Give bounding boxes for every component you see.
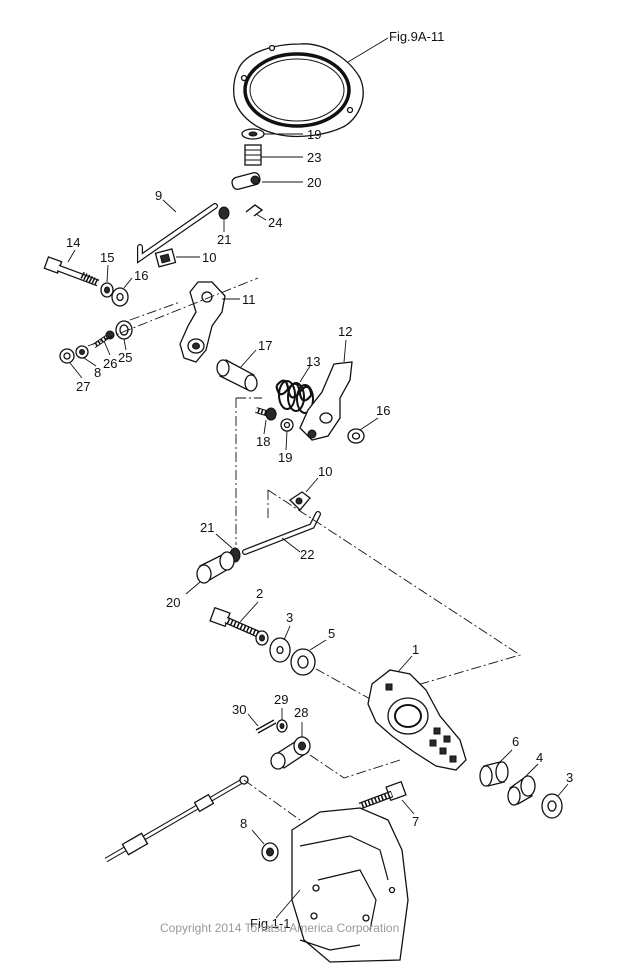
callout-21-lower: 21 bbox=[200, 520, 214, 535]
part-20-bushing-lower bbox=[196, 551, 235, 584]
callout-19: 19 bbox=[307, 127, 321, 142]
part-9-rod bbox=[137, 203, 218, 264]
callout-20: 20 bbox=[307, 175, 321, 190]
callout-29: 29 bbox=[274, 692, 288, 707]
part-24-clip bbox=[245, 204, 264, 217]
part-12-lever bbox=[299, 361, 353, 441]
part-3-washer bbox=[269, 637, 291, 663]
callout-9: 9 bbox=[155, 188, 162, 203]
callout-12: 12 bbox=[338, 324, 352, 339]
part-8-nut bbox=[75, 345, 89, 359]
callout-7: 7 bbox=[412, 814, 419, 829]
part-8-nut-lower bbox=[261, 842, 279, 862]
part-29-washer bbox=[276, 719, 288, 733]
callout-23: 23 bbox=[307, 150, 321, 165]
callout-30: 30 bbox=[232, 702, 246, 717]
part-1-bracket bbox=[367, 669, 467, 771]
callout-2: 2 bbox=[256, 586, 263, 601]
callout-10-lower: 10 bbox=[318, 464, 332, 479]
callout-17: 17 bbox=[258, 338, 272, 353]
callout-16-right: 16 bbox=[376, 403, 390, 418]
part-30-pin bbox=[255, 719, 277, 734]
part-20-joint bbox=[231, 172, 261, 190]
part-13-spring bbox=[275, 379, 314, 414]
figure-ref-bottom: Fig.1-1 bbox=[250, 916, 290, 931]
part-6-bushing bbox=[479, 761, 509, 787]
callout-20-lower: 20 bbox=[166, 595, 180, 610]
part-10-block bbox=[154, 248, 177, 268]
callout-5: 5 bbox=[328, 626, 335, 641]
callout-22: 22 bbox=[300, 547, 314, 562]
part-3-washer-right bbox=[541, 793, 563, 819]
copyright-watermark: Copyright 2014 Tohatsu America Corporati… bbox=[160, 921, 399, 935]
callout-11: 11 bbox=[242, 292, 256, 307]
part-14-bolt bbox=[43, 256, 100, 287]
callout-1: 1 bbox=[412, 642, 419, 657]
callout-6: 6 bbox=[512, 734, 519, 749]
callout-24: 24 bbox=[268, 215, 282, 230]
callout-27: 27 bbox=[76, 379, 90, 394]
callout-8-lower: 8 bbox=[240, 816, 247, 831]
part-16-washer-right bbox=[347, 428, 365, 444]
part-10-block-lower bbox=[288, 491, 311, 511]
throttle-cable bbox=[104, 775, 249, 863]
part-11-lever bbox=[179, 281, 226, 363]
callout-25: 25 bbox=[118, 350, 132, 365]
callout-labels: 19 23 20 9 21 24 14 15 10 16 11 12 25 17… bbox=[66, 127, 573, 831]
part-18-stud bbox=[255, 407, 277, 421]
part-25-bushing bbox=[115, 320, 133, 340]
part-5-washer bbox=[290, 648, 316, 676]
part-19-washer-lower bbox=[280, 418, 294, 432]
part-21-collar bbox=[218, 206, 230, 220]
callout-28: 28 bbox=[294, 705, 308, 720]
part-17-sleeve bbox=[216, 359, 258, 392]
callout-16: 16 bbox=[134, 268, 148, 283]
figure-ref-top: Fig.9A-11 bbox=[389, 29, 444, 44]
callout-26: 26 bbox=[103, 356, 117, 371]
part-22-rod bbox=[242, 511, 321, 555]
callout-18: 18 bbox=[256, 434, 270, 449]
part-19-washer bbox=[241, 128, 265, 140]
part-28-joint bbox=[270, 736, 311, 770]
part-23-stud bbox=[244, 144, 262, 166]
callout-21: 21 bbox=[217, 232, 231, 247]
part-7-bolt bbox=[358, 780, 407, 810]
engine-block-housing bbox=[291, 807, 409, 963]
part-4-collar bbox=[507, 775, 536, 806]
part-2-bolt bbox=[209, 606, 269, 646]
part-16-washer bbox=[111, 287, 129, 307]
callout-4: 4 bbox=[536, 750, 543, 765]
part-15-washer bbox=[100, 282, 114, 298]
part-26-screw bbox=[92, 330, 115, 349]
callout-10: 10 bbox=[202, 250, 216, 265]
callout-8: 8 bbox=[94, 365, 101, 380]
callout-14: 14 bbox=[66, 235, 80, 250]
callout-3: 3 bbox=[286, 610, 293, 625]
mounting-ring-plate bbox=[232, 43, 364, 138]
callout-13: 13 bbox=[306, 354, 320, 369]
callout-3-right: 3 bbox=[566, 770, 573, 785]
callout-19-lower: 19 bbox=[278, 450, 292, 465]
part-27-washer bbox=[59, 348, 75, 364]
callout-15: 15 bbox=[100, 250, 114, 265]
